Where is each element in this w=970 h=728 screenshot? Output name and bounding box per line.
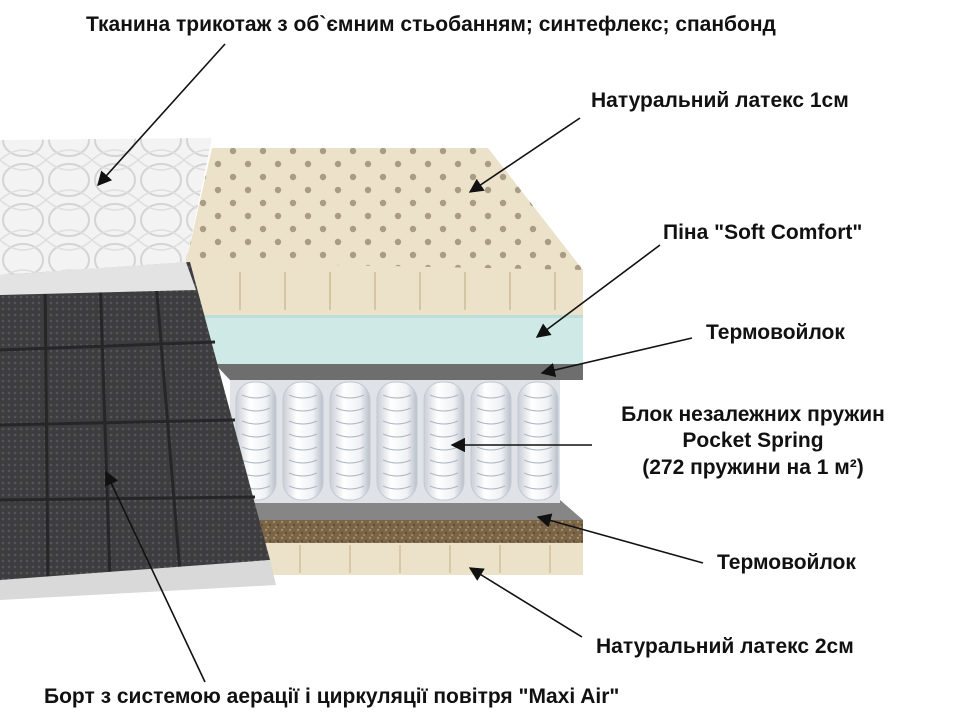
arrow-border: [105, 470, 206, 683]
spring-coil: [476, 485, 506, 490]
label-pocket-springs-line1: Блок незалежних пружин: [621, 403, 885, 426]
spring-coil: [241, 446, 271, 451]
spring-coil: [382, 446, 412, 451]
spring-coil: [429, 394, 459, 399]
spring-pocket: [376, 381, 418, 501]
spring-coil: [288, 459, 318, 464]
spring-coil: [241, 394, 271, 399]
spring-coil: [241, 420, 271, 425]
spring-coil: [523, 394, 553, 399]
latex-top-layer: [186, 148, 583, 315]
spring-coil: [523, 420, 553, 425]
arrow-latex-top: [468, 117, 581, 193]
label-maxi-air-border: Борт з системою аерації і циркуляції пов…: [44, 685, 620, 708]
label-pocket-springs-line2: Pocket Spring: [682, 429, 824, 453]
spring-coil: [335, 446, 365, 451]
spring-coil: [335, 394, 365, 399]
spring-pocket: [470, 381, 512, 501]
arrow-latex-bottom: [468, 567, 583, 638]
spring-coil: [476, 459, 506, 464]
spring-coil: [429, 459, 459, 464]
spring-coil: [382, 485, 412, 490]
spring-coil: [523, 459, 553, 464]
label-latex-2cm: Натуральний латекс 2см: [596, 635, 854, 658]
label-latex-1cm: Натуральний латекс 1см: [591, 89, 849, 112]
spring-pocket: [517, 381, 559, 501]
spring-coil: [288, 472, 318, 477]
spring-coil: [523, 472, 553, 477]
springs-group: [235, 381, 559, 501]
spring-coil: [288, 485, 318, 490]
spring-pocket: [282, 381, 324, 501]
spring-coil: [335, 407, 365, 412]
arrow-foam: [535, 244, 661, 338]
spring-coil: [241, 433, 271, 438]
label-cover-fabric: Тканина трикотаж з об`ємним стьобанням; …: [86, 13, 776, 36]
spring-coil: [288, 446, 318, 451]
spring-coil: [241, 459, 271, 464]
spring-coil: [382, 459, 412, 464]
spring-coil: [382, 420, 412, 425]
label-pocket-springs-line3: (272 пружини на 1 м²): [642, 455, 864, 479]
spring-coil: [382, 433, 412, 438]
spring-coil: [335, 485, 365, 490]
label-felt-bottom: Термовойлок: [717, 551, 856, 574]
spring-coil: [288, 420, 318, 425]
label-felt-top: Термовойлок: [706, 321, 845, 344]
label-pocket-springs: Блок незалежних пружин Pocket Spring (27…: [592, 402, 914, 481]
spring-coil: [288, 394, 318, 399]
spring-coil: [382, 472, 412, 477]
arrow-felt-bottom: [536, 513, 704, 564]
spring-coil: [476, 446, 506, 451]
spring-coil: [429, 472, 459, 477]
spring-coil: [335, 433, 365, 438]
leader-arrows: [97, 43, 704, 683]
spring-coil: [429, 420, 459, 425]
spring-coil: [523, 485, 553, 490]
spring-coil: [476, 420, 506, 425]
spring-coil: [429, 433, 459, 438]
spring-coil: [382, 394, 412, 399]
spring-coil: [523, 433, 553, 438]
spring-coil: [476, 433, 506, 438]
arrow-cover: [97, 43, 226, 187]
spring-coil: [523, 407, 553, 412]
spring-pocket: [423, 381, 465, 501]
spring-coil: [288, 407, 318, 412]
maxi-air-border-panel: [0, 262, 276, 600]
felt-bottom-layer: [240, 500, 583, 543]
spring-pocket: [329, 381, 371, 501]
arrow-felt-top: [540, 337, 693, 378]
spring-coil: [476, 407, 506, 412]
spring-coil: [335, 459, 365, 464]
spring-coil: [335, 420, 365, 425]
spring-coil: [382, 407, 412, 412]
spring-coil: [241, 407, 271, 412]
spring-coil: [523, 446, 553, 451]
spring-coil: [476, 472, 506, 477]
label-soft-comfort-foam: Піна "Soft Comfort": [663, 221, 863, 244]
spring-coil: [288, 433, 318, 438]
spring-coil: [476, 394, 506, 399]
quilted-cover: [0, 138, 212, 295]
soft-comfort-foam-layer: [198, 312, 583, 364]
spring-coil: [335, 472, 365, 477]
spring-coil: [429, 485, 459, 490]
spring-coil: [429, 407, 459, 412]
